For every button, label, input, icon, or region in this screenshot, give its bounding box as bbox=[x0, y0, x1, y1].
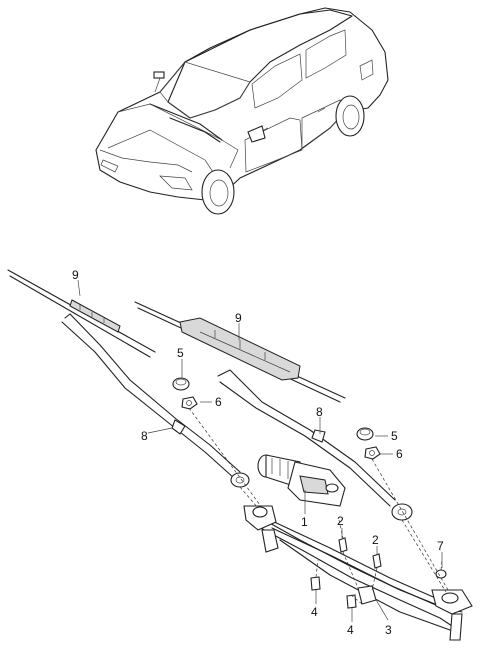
cap-lower bbox=[356, 427, 374, 441]
callout-label: 2 bbox=[372, 533, 379, 547]
callout-label: 9 bbox=[235, 311, 242, 325]
nut-lower bbox=[364, 446, 381, 460]
bushing-left bbox=[310, 576, 321, 591]
callout-label: 7 bbox=[437, 539, 444, 553]
callout-label: 1 bbox=[301, 515, 308, 529]
callout-label: 5 bbox=[177, 346, 184, 360]
callout-labels: 9 9 5 6 8 8 5 6 1 2 2 7 4 4 3 bbox=[72, 268, 444, 637]
grommet-right bbox=[435, 569, 447, 579]
callout-label: 8 bbox=[141, 429, 148, 443]
callout-label: 6 bbox=[215, 395, 222, 409]
wiper-motor bbox=[257, 454, 346, 507]
wiper-blade-left bbox=[7, 269, 156, 358]
car-illustration bbox=[95, 7, 389, 215]
bushing-center bbox=[346, 594, 357, 609]
pivot-bolt-center bbox=[338, 537, 348, 553]
pivot-bolt-right bbox=[372, 553, 382, 569]
wiper-blade-right bbox=[134, 301, 346, 403]
callout-label: 5 bbox=[391, 429, 398, 443]
linkage-assembly bbox=[243, 505, 473, 641]
callout-label: 3 bbox=[385, 623, 392, 637]
callout-label: 9 bbox=[72, 268, 79, 282]
callout-label: 8 bbox=[316, 405, 323, 419]
cap-upper bbox=[172, 377, 190, 391]
nut-upper bbox=[181, 396, 198, 410]
wiper-arm-right bbox=[217, 369, 413, 521]
callout-label: 2 bbox=[337, 514, 344, 528]
callout-label: 4 bbox=[311, 605, 318, 619]
leader-lines bbox=[77, 279, 443, 622]
assembly-guide-lines bbox=[188, 407, 449, 605]
callout-label: 4 bbox=[347, 623, 354, 637]
callout-label: 6 bbox=[396, 447, 403, 461]
